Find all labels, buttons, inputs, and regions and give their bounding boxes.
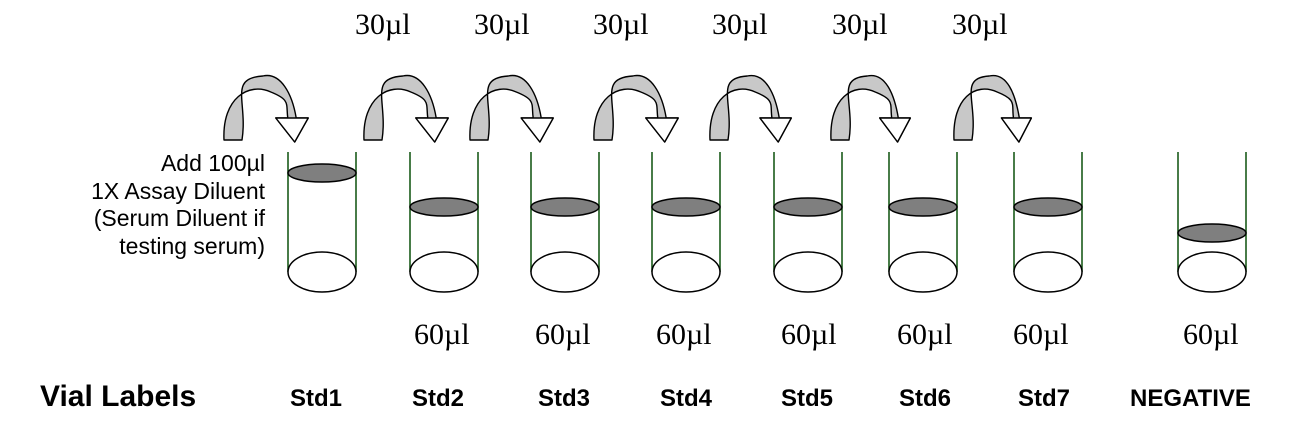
transfer-arrow-head-3	[520, 117, 554, 143]
transfer-volume-3: 30µl	[593, 8, 649, 41]
tube-volume-std4: 60µl	[656, 318, 712, 351]
liquid-level	[773, 197, 843, 217]
tubes-group	[287, 152, 1247, 293]
tube-std7	[1013, 152, 1083, 293]
tube-negative	[1177, 152, 1247, 293]
tube-std6	[888, 152, 958, 293]
transfer-volume-1: 30µl	[355, 8, 411, 41]
instruction-line-2: 1X Assay Diluent	[91, 177, 265, 204]
instruction-line-1: Add 100µl	[160, 150, 265, 176]
tube-bottom	[287, 251, 357, 293]
vial-label-std1: Std1	[290, 385, 343, 412]
tube-bottom	[530, 251, 600, 293]
transfer-volume-2: 30µl	[474, 8, 530, 41]
vial-label-std3: Std3	[538, 385, 591, 412]
liquid-level	[1177, 223, 1247, 243]
diluent-instruction: Add 100µl 1X Assay Diluent (Serum Diluen…	[91, 150, 265, 260]
tube-volume-negative: 60µl	[1183, 318, 1239, 351]
liquid-level	[287, 163, 357, 183]
liquid-level	[651, 197, 721, 217]
transfer-arrow-head-7	[1000, 117, 1033, 143]
liquid-level	[409, 197, 479, 217]
tube-volume-std5: 60µl	[781, 318, 837, 351]
vial-label-std2: Std2	[412, 385, 465, 412]
tube-volume-std2: 60µl	[414, 318, 470, 351]
vial-labels-title: Vial Labels	[40, 380, 197, 413]
transfer-volume-5: 30µl	[832, 8, 888, 41]
tube-std1	[287, 152, 357, 293]
tube-volume-std7: 60µl	[1013, 318, 1069, 351]
tube-bottom	[651, 251, 721, 293]
tube-bottom	[888, 251, 958, 293]
vial-label-std6: Std6	[899, 385, 952, 412]
instruction-line-3: (Serum Diluent if	[93, 205, 265, 231]
transfer-arrow-head-4	[645, 117, 679, 143]
liquid-level	[530, 197, 600, 217]
transfer-arrow-head-2	[415, 117, 449, 143]
transfer-arrow-head-6	[879, 117, 911, 143]
liquid-level	[1013, 197, 1083, 217]
transfer-arrows-group	[223, 74, 1033, 143]
vial-label-negative: NEGATIVE	[1130, 385, 1251, 412]
vial-label-std7: Std7	[1018, 385, 1071, 412]
tube-bottom	[1013, 251, 1083, 293]
tube-volume-std6: 60µl	[897, 318, 953, 351]
transfer-arrow-head-5	[759, 117, 792, 143]
instruction-line-4: testing serum)	[119, 232, 265, 259]
tube-bottom	[773, 251, 843, 293]
vial-label-std5: Std5	[781, 385, 834, 412]
tube-std3	[530, 152, 600, 293]
transfer-volume-4: 30µl	[712, 8, 768, 41]
tube-bottom	[409, 251, 479, 293]
tube-std5	[773, 152, 843, 293]
liquid-level	[888, 197, 958, 217]
vial-label-std4: Std4	[660, 385, 713, 412]
transfer-arrow-head-1	[275, 117, 309, 143]
tube-volume-std3: 60µl	[535, 318, 591, 351]
tube-std4	[651, 152, 721, 293]
tube-std2	[409, 152, 479, 293]
transfer-volume-6: 30µl	[952, 8, 1008, 41]
tube-bottom	[1177, 251, 1247, 293]
